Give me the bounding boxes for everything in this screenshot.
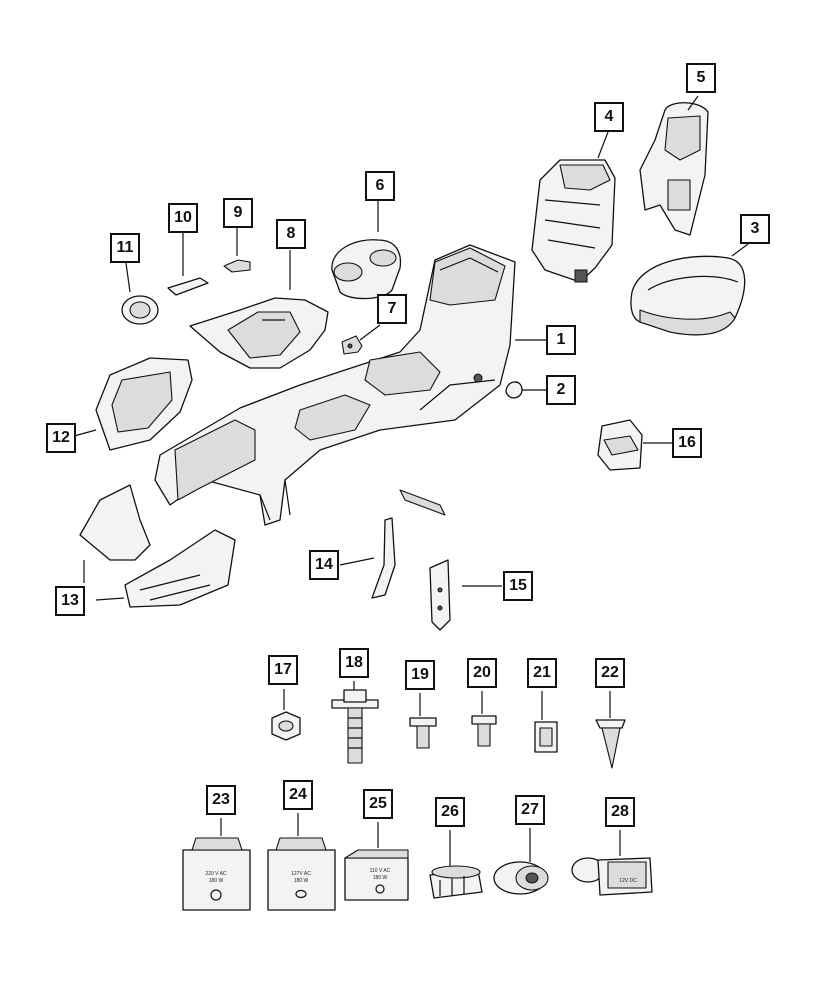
callout-24: 24	[283, 780, 313, 810]
part-25-outlet: 110 V AC 180 W	[344, 849, 409, 901]
part-2-plug	[505, 381, 523, 399]
callout-16: 16	[672, 428, 702, 458]
callout-5: 5	[686, 63, 716, 93]
callout-11: 11	[110, 233, 140, 263]
part-6-cup-holder	[331, 239, 402, 300]
part-5-rear-panel	[639, 102, 709, 236]
callout-22: 22	[595, 658, 625, 688]
outlet-25-wattage: 180 W	[373, 875, 388, 881]
part-27-socket-bezel	[493, 861, 549, 895]
callout-8: 8	[276, 219, 306, 249]
part-11-ring-bezel	[121, 295, 159, 325]
callout-12: 12	[46, 423, 76, 453]
outlet-23-wattage: 180 W	[209, 878, 224, 884]
part-9-switch	[223, 259, 251, 273]
part-8-shifter-bezel	[189, 297, 329, 369]
part-14-bracket	[371, 489, 446, 599]
part-19-screw	[409, 717, 437, 749]
part-18-stud-bolt	[331, 689, 379, 764]
callout-18: 18	[339, 648, 369, 678]
leader-lines	[73, 95, 749, 866]
part-24-outlet: 127V AC 180 W	[267, 837, 336, 911]
callout-2: 2	[546, 375, 576, 405]
callout-23: 23	[206, 785, 236, 815]
callout-1: 1	[546, 325, 576, 355]
part-21-clip	[534, 721, 558, 753]
part-12-bezel	[95, 357, 193, 451]
callout-17: 17	[268, 655, 298, 685]
part-7-bracket	[341, 335, 363, 355]
callout-13: 13	[55, 586, 85, 616]
callout-25: 25	[363, 789, 393, 819]
callout-7: 7	[377, 294, 407, 324]
callout-14: 14	[309, 550, 339, 580]
part-28-socket: 12V DC	[571, 857, 653, 896]
outlet-28-voltage: 12V DC	[619, 878, 637, 884]
callout-20: 20	[467, 658, 497, 688]
part-26-socket	[429, 865, 483, 899]
part-15-mount-bracket	[429, 559, 451, 631]
callout-26: 26	[435, 797, 465, 827]
outlet-23-voltage: 220 V AC	[205, 871, 227, 877]
callout-4: 4	[594, 102, 624, 132]
callout-6: 6	[365, 171, 395, 201]
callout-21: 21	[527, 658, 557, 688]
callout-10: 10	[168, 203, 198, 233]
part-3-armrest	[630, 255, 746, 336]
part-4-storage-bin	[531, 159, 616, 283]
callout-19: 19	[405, 660, 435, 690]
part-22-push-pin	[595, 719, 626, 769]
callout-9: 9	[223, 198, 253, 228]
part-17-nut	[271, 711, 301, 741]
callout-3: 3	[740, 214, 770, 244]
part-20-screw	[471, 715, 497, 747]
part-1-console-body	[154, 244, 516, 526]
outlet-24-voltage: 127V AC	[291, 871, 311, 877]
outlet-24-wattage: 180 W	[294, 878, 309, 884]
callout-15: 15	[503, 571, 533, 601]
part-23-outlet: 220 V AC 180 W	[182, 837, 251, 911]
outlet-25-voltage: 110 V AC	[370, 868, 391, 874]
callout-27: 27	[515, 795, 545, 825]
part-10-trim-strip	[167, 277, 209, 296]
callout-28: 28	[605, 797, 635, 827]
part-13-side-panel	[79, 484, 236, 608]
part-16-module	[597, 419, 643, 471]
